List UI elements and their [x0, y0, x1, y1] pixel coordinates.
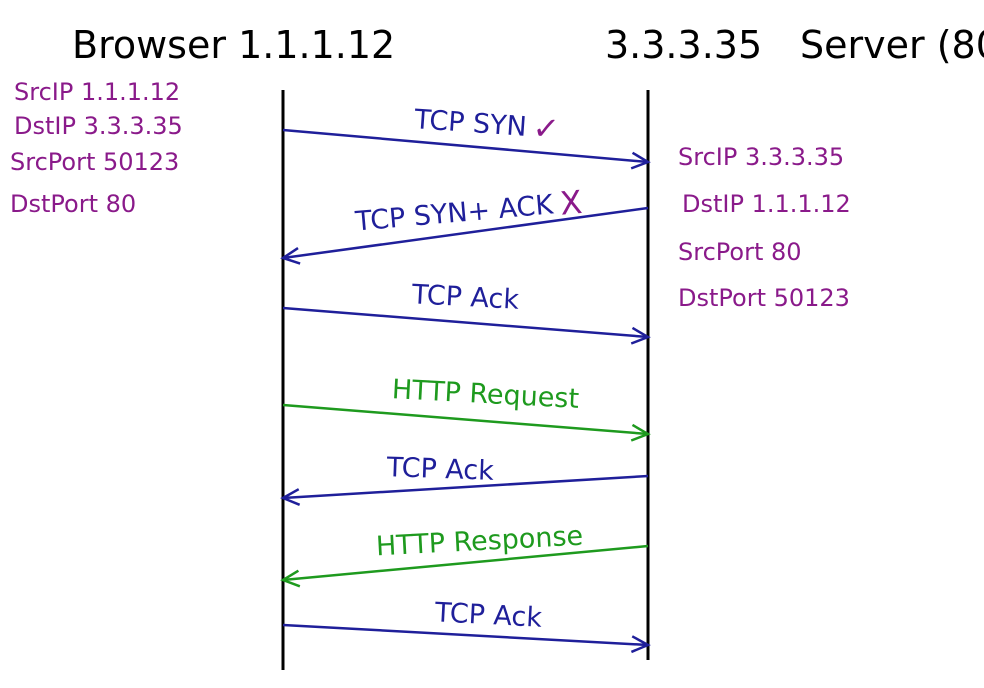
message-label: TCP Ack — [385, 452, 494, 487]
arrow-head — [630, 151, 651, 170]
arrow-head — [280, 569, 301, 588]
client-dst-ip: DstIP 3.3.3.35 — [14, 112, 183, 140]
client-src-ip: SrcIP 1.1.1.12 — [14, 78, 180, 106]
message-label: TCP Ack — [410, 279, 520, 316]
check-mark-icon: ✓ — [531, 108, 560, 148]
message-arrow — [282, 403, 649, 436]
arrow-head — [630, 635, 651, 654]
message-label: HTTP Request — [391, 374, 580, 415]
client-dst-port: DstPort 80 — [10, 190, 136, 218]
server-dst-ip: DstIP 1.1.1.12 — [682, 190, 851, 218]
server-src-port: SrcPort 80 — [678, 238, 802, 266]
message-label: TCP Ack — [433, 597, 543, 634]
client-src-port: SrcPort 50123 — [10, 148, 179, 176]
message-arrow — [282, 544, 649, 582]
arrow-head — [280, 488, 301, 506]
message-arrow — [282, 474, 649, 500]
server-dst-port: DstPort 50123 — [678, 284, 850, 312]
arrow-head — [280, 247, 301, 265]
message-arrow — [282, 623, 649, 647]
server-src-ip: SrcIP 3.3.3.35 — [678, 143, 844, 171]
arrow-head — [630, 423, 651, 442]
arrow-head — [630, 326, 651, 345]
message-label: TCP SYN — [412, 104, 527, 143]
message-arrow — [282, 306, 649, 339]
message-label: TCP SYN+ ACK — [353, 189, 555, 237]
browser-header: Browser 1.1.1.12 — [72, 23, 395, 67]
server-info-block: SrcIP 3.3.3.35 DstIP 1.1.1.12 SrcPort 80… — [678, 143, 851, 312]
server-label-header: Server (80) — [800, 23, 984, 67]
message-arrow — [282, 128, 649, 164]
message-label: HTTP Response — [375, 521, 584, 563]
client-info-block: SrcIP 1.1.1.12 DstIP 3.3.3.35 SrcPort 50… — [10, 78, 183, 218]
message-arrow — [282, 206, 649, 260]
server-ip-header: 3.3.3.35 — [605, 23, 762, 67]
cross-mark-icon: X — [559, 183, 584, 223]
